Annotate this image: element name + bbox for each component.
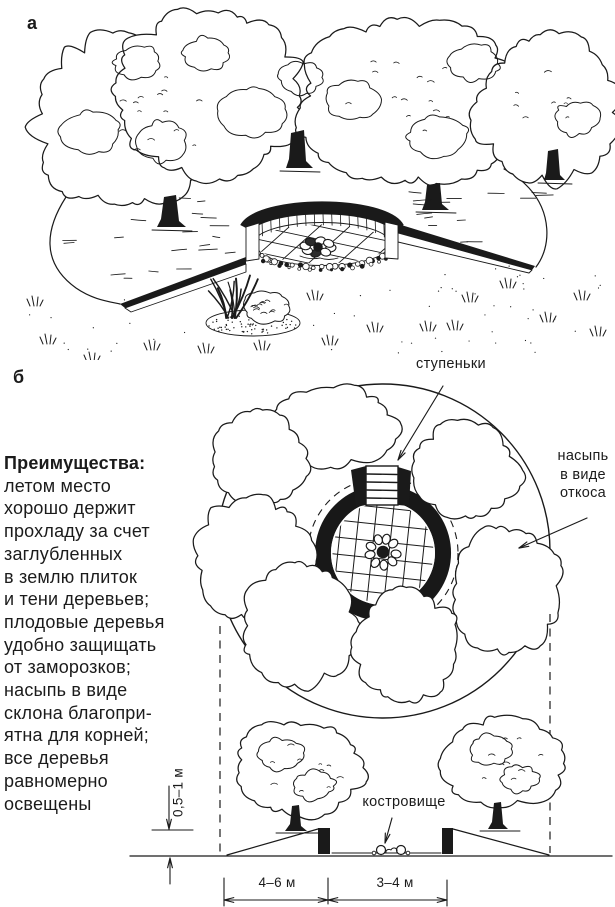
- height-dimension-label: 0,5–1 м: [170, 768, 186, 817]
- fire-pit-stones: [299, 236, 339, 260]
- dimension-lines: [151, 785, 448, 907]
- foliage-texture: [325, 79, 382, 120]
- foliage-texture: [180, 34, 231, 72]
- foliage-texture: [135, 119, 187, 165]
- foliage-texture: [405, 114, 470, 160]
- advantages-heading: Преимущества:: [4, 453, 146, 473]
- figure-a-label: а: [27, 13, 38, 33]
- plan-tree-canopy: [411, 418, 527, 520]
- raised-lawn-terrace: [49, 168, 548, 313]
- section-view: [129, 614, 613, 857]
- tree-trunk: [286, 130, 313, 168]
- tree-trunk: [422, 183, 449, 210]
- callout-arrows: [397, 385, 588, 549]
- plan-tree-canopy: [452, 525, 564, 656]
- plan-tree-canopy: [212, 407, 312, 504]
- sunken-patio: [240, 201, 404, 272]
- advantages-paragraph: Преимущества: летом место хорошо держит …: [4, 452, 216, 815]
- tree-canopy: [468, 29, 615, 190]
- flower-bed-with-reeds: [205, 274, 301, 337]
- plan-tree-canopy: [242, 560, 363, 692]
- pit-zone-dimension-label: 3–4 м: [376, 875, 414, 890]
- fire-pit-callout: костровище: [362, 794, 446, 810]
- fire-pit-symbol: [364, 533, 402, 571]
- figure-b-label: б: [13, 367, 25, 387]
- figure-b-plan-and-section: [129, 383, 613, 907]
- plan-tree-canopies: [192, 383, 564, 704]
- section-tree-canopy: [236, 721, 369, 821]
- foliage-texture: [111, 45, 161, 81]
- grass-texture: [26, 191, 607, 360]
- tree-canopy: [294, 16, 518, 186]
- plan-tree-canopy: [350, 585, 458, 704]
- tree-zone-dimension-label: 4–6 м: [258, 875, 296, 890]
- foliage-texture: [277, 60, 324, 97]
- foliage-texture: [216, 86, 288, 139]
- foliage-texture: [446, 43, 501, 83]
- tree-trunk: [157, 195, 186, 227]
- steps-callout: ступеньки: [416, 356, 486, 372]
- foliage-texture: [554, 101, 602, 138]
- foliage-texture: [57, 109, 121, 155]
- section-tree-canopy: [437, 714, 566, 809]
- tree-canopy: [110, 7, 309, 185]
- mound-slope-callout: насыпь в виде откоса: [557, 448, 609, 501]
- tree-trunk: [544, 149, 565, 180]
- tree-canopies: [24, 7, 615, 232]
- steps-symbol: [351, 465, 411, 507]
- figure-a-perspective-illustration: [24, 7, 615, 360]
